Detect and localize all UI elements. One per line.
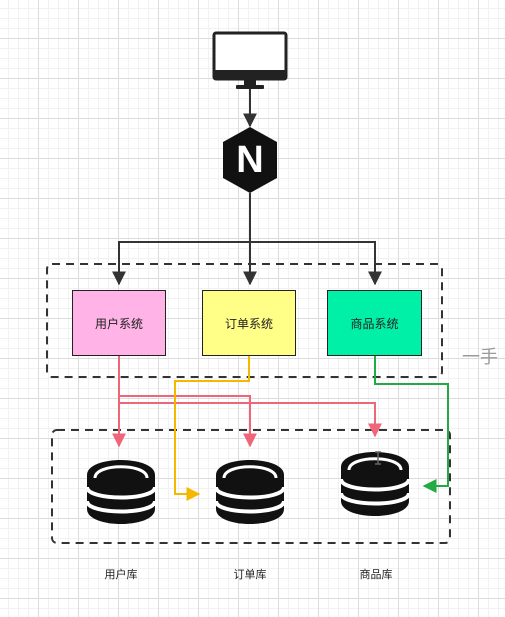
database-icon	[85, 458, 157, 526]
service-label: 商品系统	[350, 316, 399, 331]
service-label: 订单系统	[224, 316, 273, 331]
svg-text:N: N	[236, 139, 263, 181]
order-system-link	[174, 356, 250, 501]
database-icon	[339, 450, 411, 518]
watermark-text: 一手	[462, 347, 498, 368]
service-label: 用户系统	[94, 316, 143, 331]
service-box-user[interactable]: 用户系统	[72, 290, 166, 356]
monitor-icon	[212, 31, 288, 89]
database-label-product: 商品库	[359, 568, 393, 581]
database-label-user: 用户库	[104, 568, 138, 581]
service-box-order[interactable]: 订单系统	[202, 290, 296, 356]
gateway-routes	[112, 193, 382, 286]
service-box-product[interactable]: 商品系统	[327, 290, 422, 356]
database-group	[51, 429, 451, 544]
database-icon	[214, 458, 286, 526]
database-label-order: 订单库	[233, 568, 267, 581]
text-cursor-icon	[375, 451, 381, 465]
user-system-links	[112, 356, 382, 448]
product-system-link	[374, 356, 449, 493]
nginx-icon: N	[223, 127, 277, 193]
